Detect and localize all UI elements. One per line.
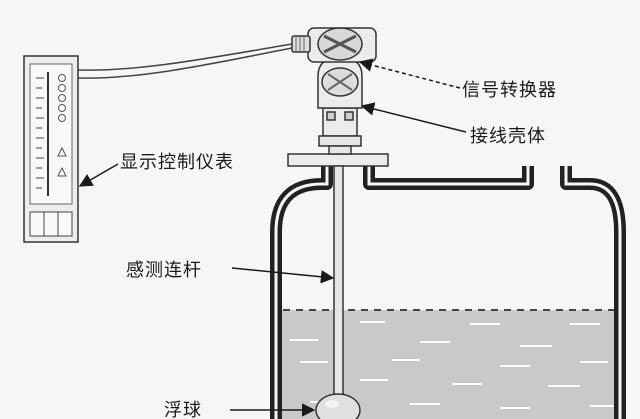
float-ball (315, 393, 361, 419)
storage-tank (270, 166, 626, 419)
display-controller-device (23, 55, 79, 243)
tank-roof-mid (363, 166, 534, 190)
sensing-rod (333, 165, 344, 405)
sensing-rod-arrow (231, 267, 335, 284)
mounting-flange (287, 153, 389, 167)
junction-housing-label: 接线壳体 (470, 126, 546, 147)
sensing-rod-label: 感测连杆 (126, 260, 202, 281)
display-controller-arrow (78, 163, 119, 187)
transmitter-head (291, 27, 377, 155)
signal-cable (77, 43, 293, 79)
junction-housing-arrow (360, 102, 467, 133)
display-controller-label: 显示控制仪表 (120, 152, 234, 173)
signal-converter-arrow (358, 58, 461, 89)
float-ball-label: 浮球 (164, 400, 202, 419)
signal-converter-label: 信号转换器 (462, 80, 557, 101)
